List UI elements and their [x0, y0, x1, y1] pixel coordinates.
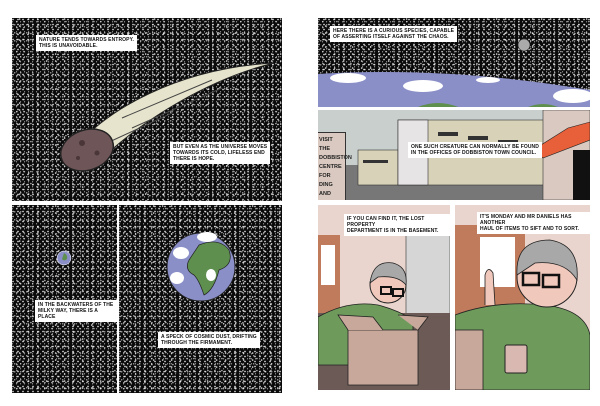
caption-curious-species: Here there is a curious species, capable…: [330, 26, 458, 42]
panel-earth: A speck of cosmic dust, drifting through…: [119, 205, 282, 393]
tiny-earth-illustration: [56, 250, 72, 266]
animal-centre-sign: Visit the Dobbiston Centre for ding and …: [318, 132, 352, 200]
caption-monday: It's Monday and Mr Daniels has another h…: [477, 212, 590, 234]
asteroid: [59, 128, 115, 172]
man-with-box-illustration: [318, 234, 450, 390]
panel-basement: If you can find it, the lost property de…: [318, 205, 450, 390]
mr-daniels-with-mug-illustration: [455, 225, 590, 390]
panel-town-council: Visit the Dobbiston Centre for ding and …: [318, 110, 590, 200]
panel-orbit: Here there is a curious species, capable…: [318, 18, 590, 107]
caption-entropy: Nature tends towards entropy. This is un…: [36, 35, 137, 51]
panel-comet: Nature tends towards entropy. This is un…: [12, 18, 282, 201]
mug: [504, 344, 528, 374]
earth-illustration: [166, 232, 236, 302]
comet-illustration: [59, 62, 275, 172]
planet-horizon-illustration: [318, 38, 590, 107]
cardboard-box: [347, 329, 419, 386]
moon: [517, 38, 531, 52]
caption-hope: But even as the universe moves towards i…: [170, 142, 271, 164]
caption-lost-property: If you can find it, the lost property de…: [344, 214, 450, 236]
panel-milky-way: In the backwaters of the Milky Way, ther…: [12, 205, 117, 393]
caption-backwaters: In the backwaters of the Milky Way, ther…: [35, 300, 117, 322]
caption-cosmic-dust: A speck of cosmic dust, drifting through…: [158, 332, 260, 348]
panel-mr-daniels: It's Monday and Mr Daniels has another h…: [455, 205, 590, 390]
caption-one-such-creature: One such creature can normally be found …: [408, 142, 542, 158]
